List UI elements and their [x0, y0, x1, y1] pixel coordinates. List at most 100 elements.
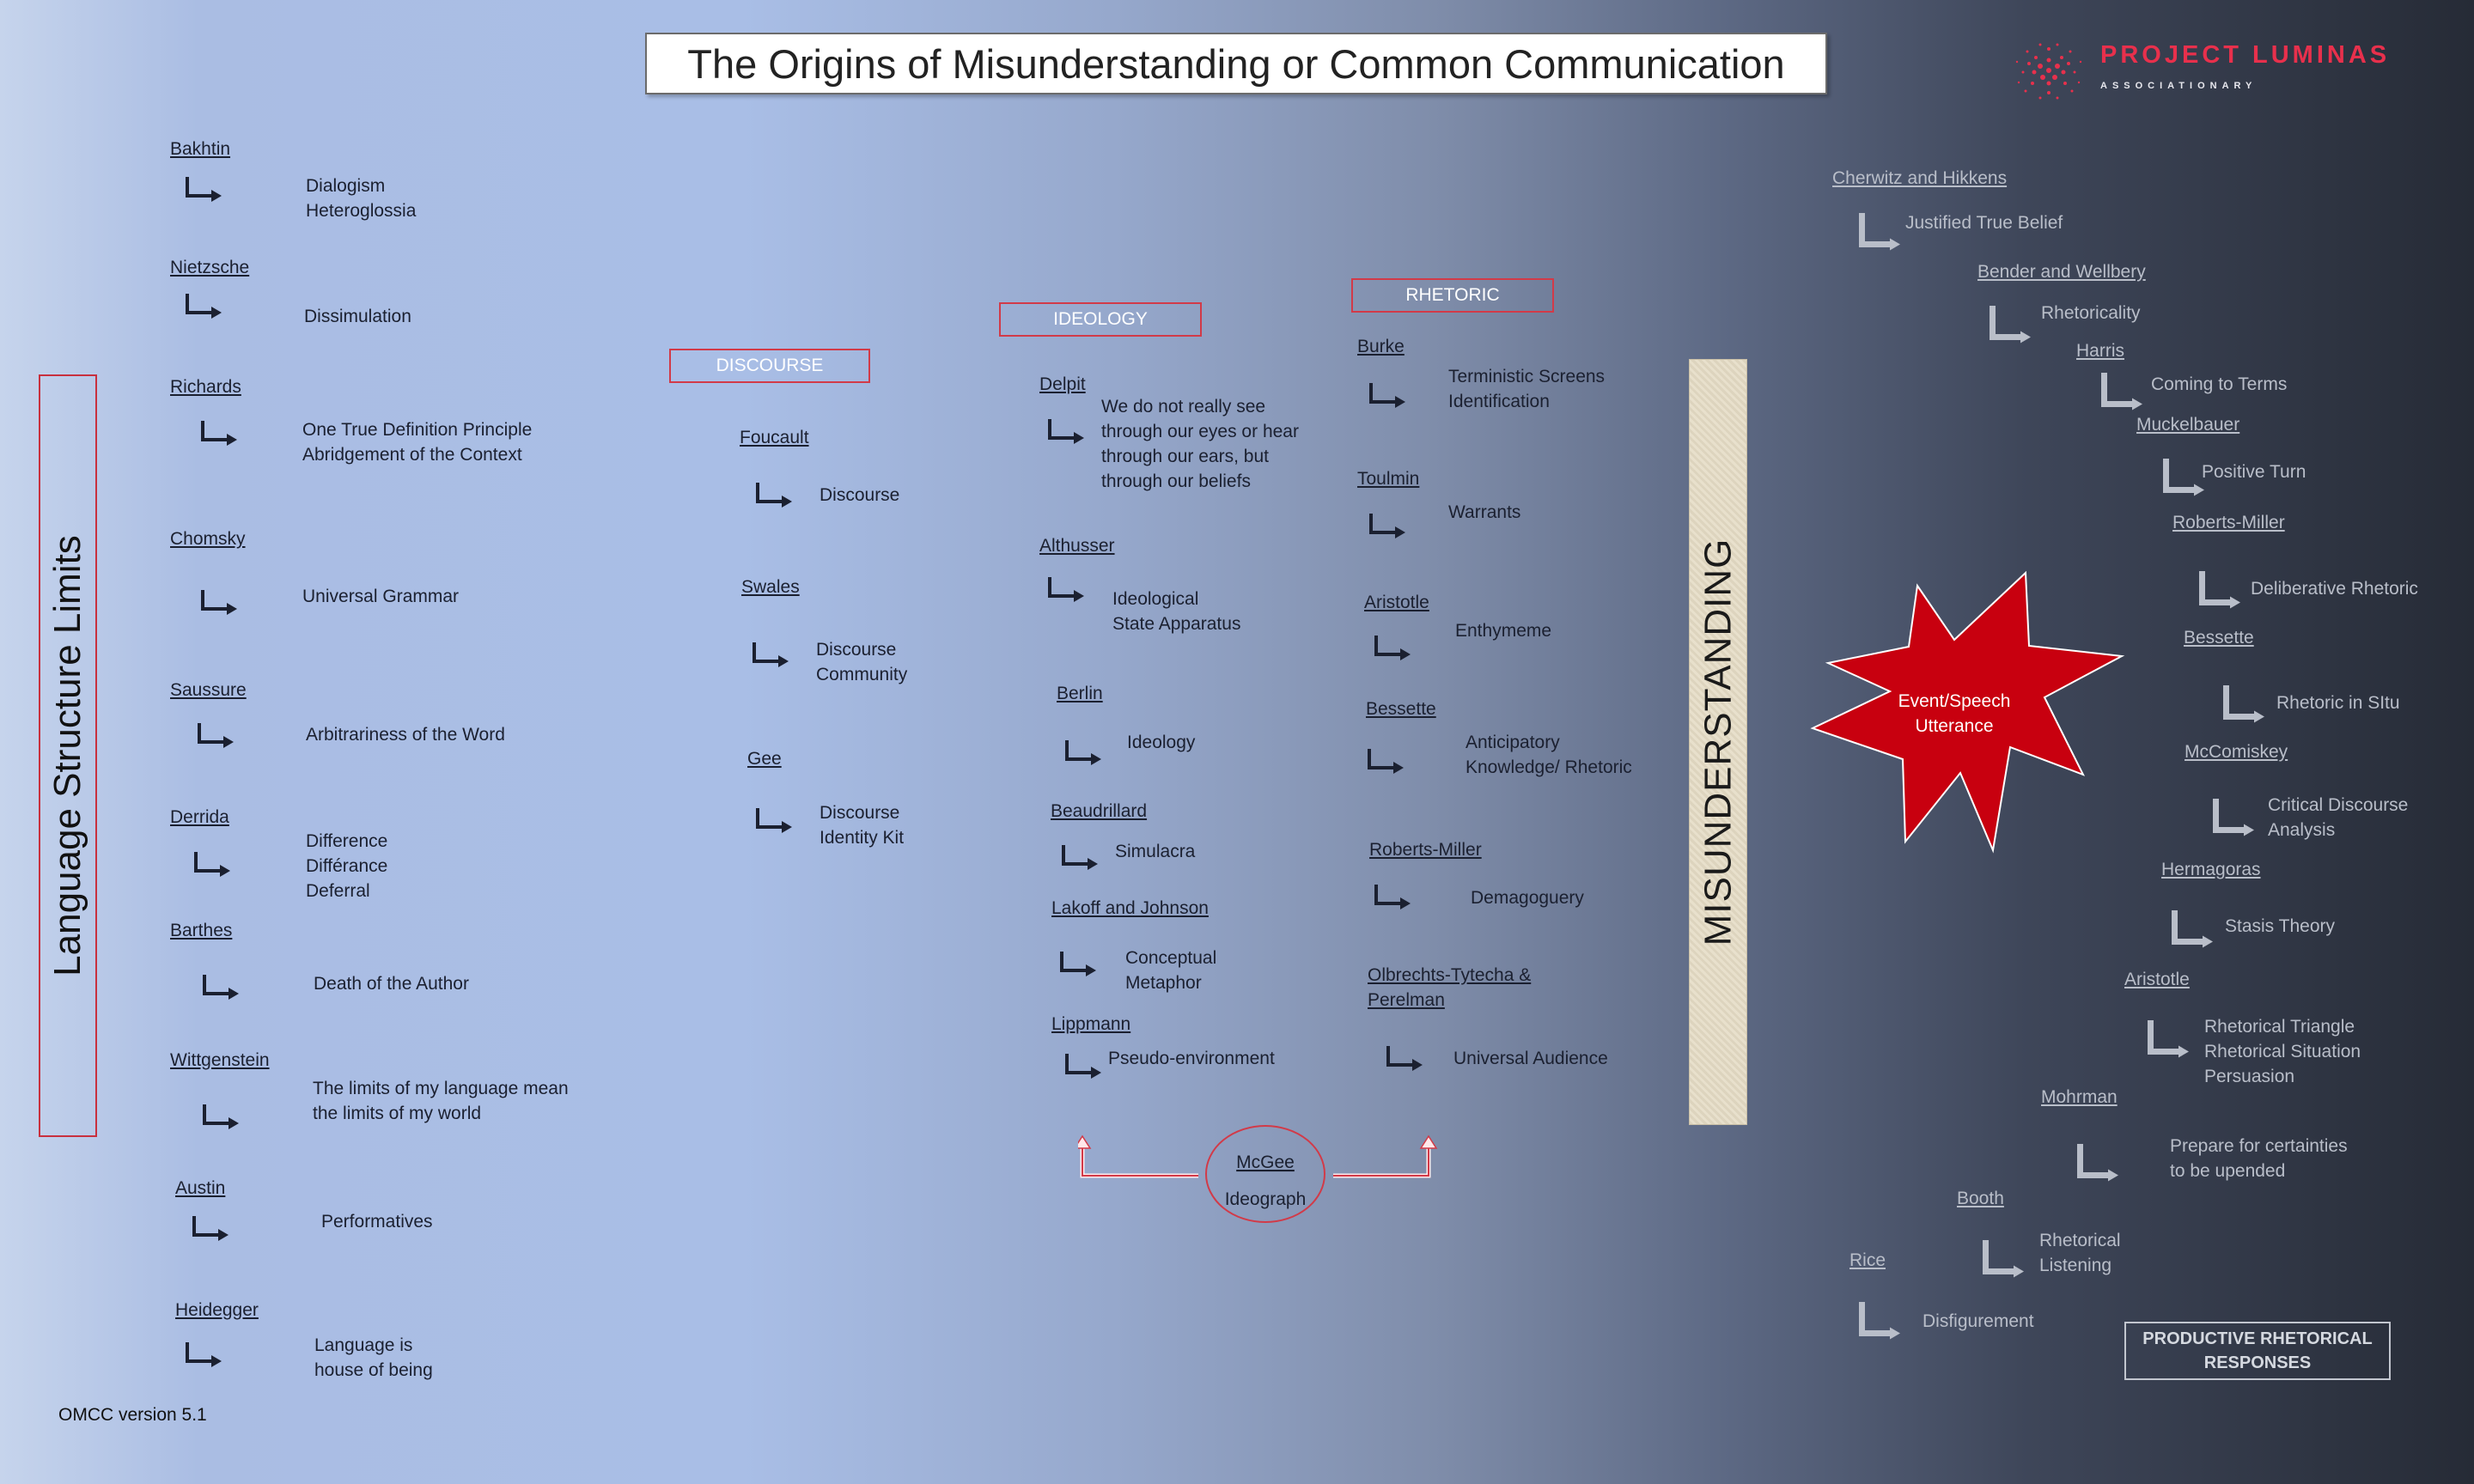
- particle-burst-icon: [2015, 43, 2082, 100]
- elbow-arrow-icon: [201, 590, 237, 615]
- language-structure-label: Language Structure Limits: [46, 535, 89, 976]
- theorist-name: Nietzsche: [170, 258, 250, 277]
- mcgee-ellipse: [1205, 1125, 1325, 1223]
- concept-line: Knowledge/ Rhetoric: [1466, 757, 1632, 777]
- elbow-arrow-icon: [186, 1342, 222, 1367]
- concept-line: Deferral: [306, 881, 370, 901]
- concept-line: Arbitrariness of the Word: [306, 725, 505, 745]
- concept-line: Enthymeme: [1455, 621, 1552, 641]
- elbow-arrow-icon: [1374, 636, 1411, 660]
- elbow-arrow-icon: [1369, 383, 1405, 408]
- starburst-shape: [1810, 570, 2125, 854]
- concept-line: Différance: [306, 856, 388, 876]
- elbow-arrow-icon: [2223, 685, 2264, 723]
- elbow-arrow-icon: [753, 642, 789, 667]
- concept-line: Discourse: [816, 640, 897, 660]
- concept-line: Death of the Author: [314, 974, 469, 994]
- elbow-arrow-icon: [2213, 799, 2254, 836]
- rhetoric-header: RHETORIC: [1351, 278, 1554, 313]
- theory-concept: Warrants: [1448, 500, 1520, 525]
- concept-line: Ideology: [1127, 733, 1196, 752]
- concept-line: Community: [816, 665, 908, 684]
- theorist-name: Delpit: [1039, 374, 1086, 394]
- elbow-arrow-icon: [1983, 1240, 2024, 1278]
- misunderstanding-bar: [1689, 359, 1747, 1125]
- elbow-arrow-icon: [756, 483, 792, 508]
- theory-concept: Discourse: [820, 483, 899, 508]
- theory-concept: Stasis Theory: [2225, 914, 2335, 939]
- elbow-arrow-icon: [1386, 1046, 1423, 1071]
- theory-concept: Simulacra: [1115, 839, 1195, 864]
- misunderstanding-label: MISUNDERSTANDING: [1697, 538, 1740, 946]
- elbow-arrow-icon: [1859, 1302, 1900, 1340]
- concept-line: the limits of my world: [313, 1104, 482, 1123]
- theorist-name: Heidegger: [175, 1300, 259, 1320]
- theory-concept: Universal Grammar: [302, 584, 459, 609]
- concept-line: Universal Grammar: [302, 587, 460, 606]
- concept-line: Rhetorical Triangle: [2204, 1017, 2355, 1037]
- elbow-arrow-icon: [1062, 845, 1098, 870]
- theorist-name: Cherwitz and Hikkens: [1832, 168, 2008, 188]
- theory-concept: Death of the Author: [314, 971, 469, 996]
- elbow-arrow-icon: [194, 852, 230, 877]
- theorist-name: Austin: [175, 1178, 226, 1198]
- elbow-arrow-icon: [2148, 1020, 2189, 1058]
- discourse-header: DISCOURSE: [669, 349, 870, 383]
- concept-line: Listening: [2039, 1256, 2112, 1275]
- project-luminas-logo: PROJECT LUMINAS ASSOCIATIONARY: [2010, 36, 2422, 105]
- concept-line: Warrants: [1448, 502, 1521, 522]
- elbow-arrow-icon: [192, 1216, 229, 1241]
- concept-line: Rhetorical: [2039, 1231, 2121, 1250]
- concept-line: house of being: [314, 1360, 433, 1380]
- theory-concept: Positive Turn: [2202, 459, 2306, 484]
- elbow-arrow-icon: [201, 421, 237, 446]
- elbow-arrow-icon: [1065, 740, 1101, 765]
- concept-line: Persuasion: [2204, 1067, 2295, 1086]
- language-structure-box: [39, 374, 97, 1137]
- theory-concept: Pseudo-environment: [1108, 1046, 1275, 1071]
- theorist-name: Harris: [2076, 341, 2124, 361]
- elbow-arrow-icon: [1065, 1054, 1101, 1079]
- elbow-arrow-icon: [203, 975, 239, 1000]
- theorist-name: Roberts-Miller: [2172, 513, 2285, 532]
- elbow-arrow-icon: [1048, 419, 1084, 444]
- concept-line: Abridgement of the Context: [302, 445, 522, 465]
- concept-line: Universal Audience: [1453, 1049, 1608, 1068]
- concept-line: Identity Kit: [820, 828, 905, 848]
- theory-concept: Coming to Terms: [2151, 372, 2287, 397]
- concept-line: Conceptual: [1125, 948, 1217, 968]
- elbow-arrow-icon: [2172, 910, 2213, 948]
- concept-line: Terministic Screens: [1448, 367, 1606, 386]
- theorist-name: Derrida: [170, 807, 229, 827]
- elbow-arrow-icon: [186, 177, 222, 202]
- concept-line: Difference: [306, 831, 388, 851]
- productive-line-1: PRODUCTIVE RHETORICAL: [2142, 1329, 2373, 1348]
- mcgee-name: McGee: [1236, 1153, 1295, 1172]
- elbow-arrow-icon: [2077, 1144, 2118, 1182]
- version-label: OMCC version 5.1: [58, 1405, 207, 1425]
- concept-line: Rhetoricality: [2041, 303, 2141, 323]
- elbow-arrow-icon: [198, 723, 234, 748]
- elbow-arrow-icon: [186, 294, 222, 319]
- theorist-name: Booth: [1957, 1189, 2004, 1208]
- concept-line: Disfigurement: [1923, 1311, 2034, 1331]
- theorist-name: Wittgenstein: [170, 1050, 270, 1070]
- elbow-arrow-icon: [1990, 306, 2031, 344]
- theorist-name: Bender and Wellbery: [1977, 262, 2146, 282]
- concept-line: Critical Discourse: [2268, 795, 2409, 815]
- elbow-arrow-icon: [1060, 952, 1096, 976]
- theorist-name: Aristotle: [1364, 593, 1429, 612]
- theory-concept: Disfigurement: [1923, 1309, 2034, 1334]
- theory-concept: Dissimulation: [304, 304, 411, 329]
- theorist-name: Burke: [1357, 337, 1405, 356]
